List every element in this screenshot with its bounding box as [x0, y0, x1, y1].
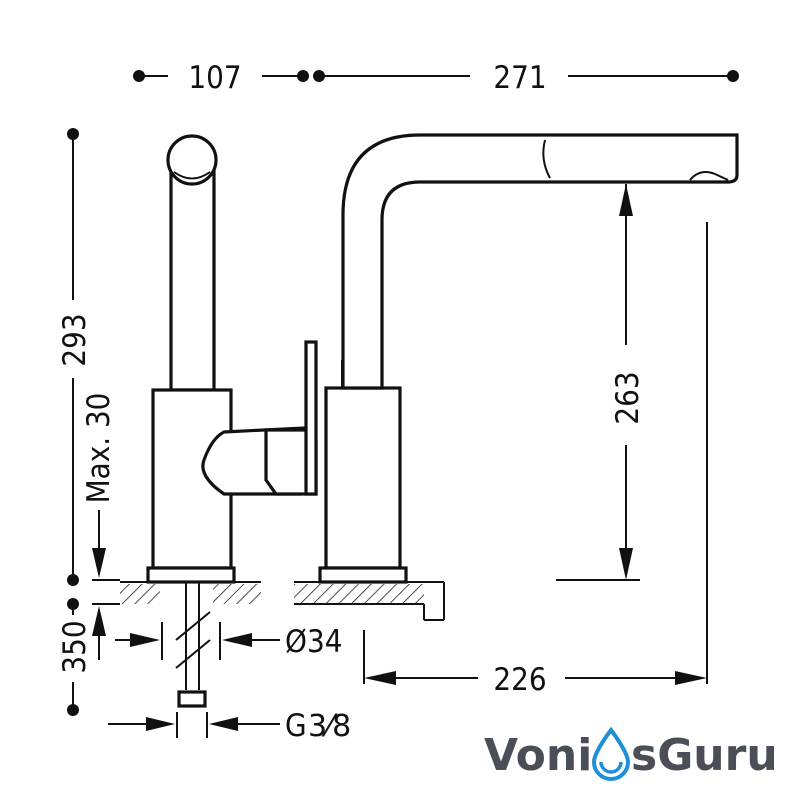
water-drop-icon	[591, 726, 631, 781]
dimension-263: 263	[556, 184, 646, 581]
faucet-body	[146, 133, 739, 584]
dimension-max-30: Max. 30	[81, 393, 120, 660]
dim-263-label: 263	[610, 371, 646, 424]
dim-271-label: 271	[493, 60, 546, 96]
dim-thread-prefix: G	[285, 708, 307, 744]
dim-diameter-label: Ø34	[285, 624, 342, 660]
dimension-350: 350	[57, 598, 93, 716]
top-dimension-107: 107	[133, 60, 309, 96]
voniosguru-logo: Voni sGuru	[484, 726, 778, 781]
dim-350-label: 350	[57, 620, 93, 673]
logo-text-part2: sGuru	[631, 730, 778, 781]
dimension-226: 226	[363, 222, 708, 698]
dim-thread-fraction: 3⁄8	[308, 709, 351, 744]
dim-293-label: 293	[57, 313, 93, 366]
top-dimension-271: 271	[313, 60, 739, 96]
logo-text-part1: Voni	[484, 730, 592, 781]
dimension-diameter-34: Ø34	[115, 622, 342, 660]
left-dimension-293: 293	[57, 128, 93, 586]
countertop	[120, 581, 445, 621]
dim-107-label: 107	[188, 60, 241, 96]
supply-hoses	[175, 582, 211, 708]
dimension-thread: G 3⁄8	[108, 708, 351, 744]
dim-max30-label: Max. 30	[81, 393, 117, 504]
dim-226-label: 226	[493, 662, 546, 698]
